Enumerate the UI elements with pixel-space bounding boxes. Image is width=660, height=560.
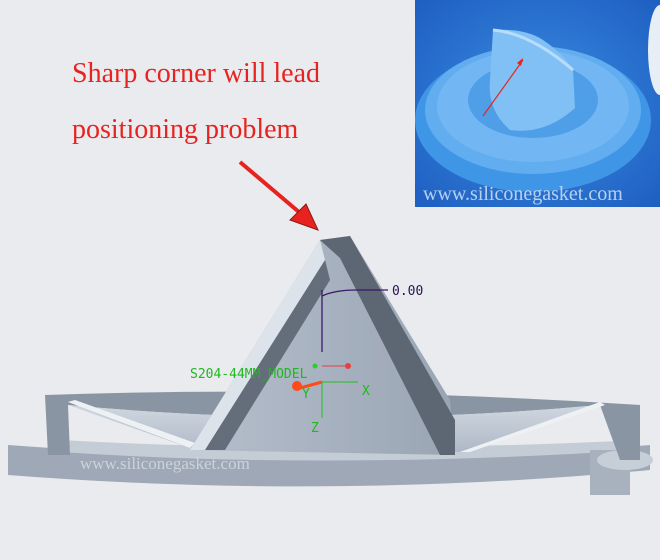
fin-top-face — [320, 236, 455, 455]
product-photo: www.siliconegasket.com — [415, 0, 660, 207]
cad-watermark: www.siliconegasket.com — [80, 454, 250, 473]
axis-y-label: Y — [302, 387, 310, 402]
axis-z-label: Z — [311, 421, 319, 436]
dimension-label: 0.00 — [392, 284, 423, 299]
axis-x-label: X — [362, 384, 370, 399]
callout-line-2: positioning problem — [72, 114, 299, 145]
photo-arrow — [482, 59, 524, 117]
callout-line-1: Sharp corner will lead — [72, 58, 321, 89]
photo-watermark: www.siliconegasket.com — [423, 183, 623, 205]
model-name-label: S204-44MM_MODEL — [190, 367, 308, 382]
callout-arrow — [238, 160, 308, 220]
origin-marker — [292, 381, 302, 391]
